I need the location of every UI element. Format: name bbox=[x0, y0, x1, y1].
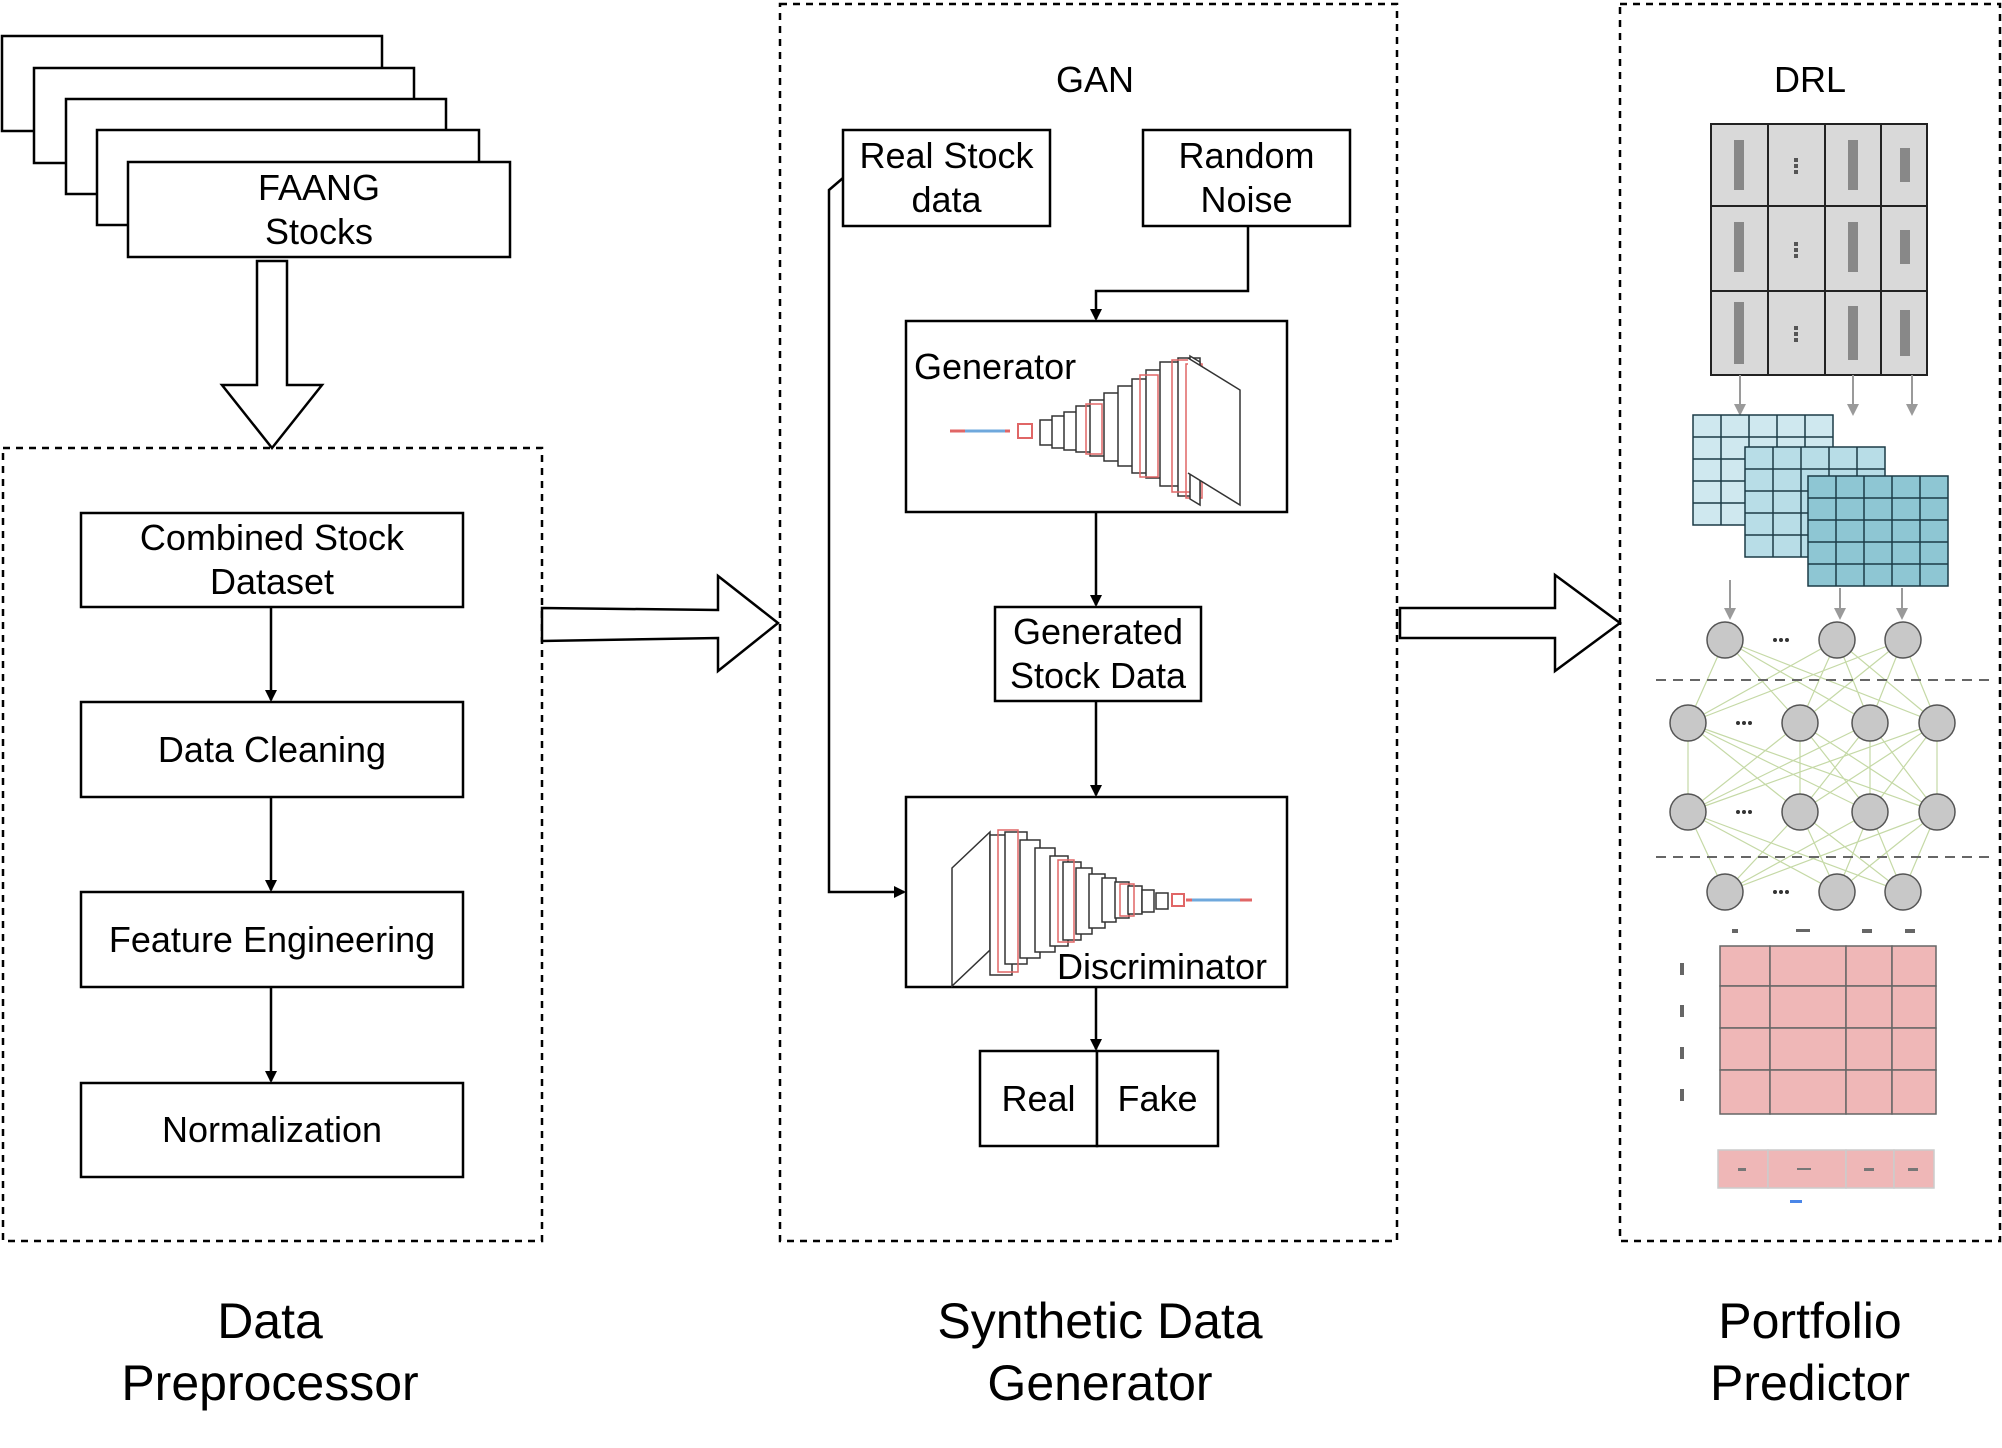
faang-stocks-label: FAANG Stocks bbox=[257, 166, 381, 252]
table-to-grid-arrows bbox=[1734, 375, 1918, 416]
drl-title: DRL bbox=[1773, 59, 1847, 101]
generated-stock-data-box bbox=[993, 605, 1203, 703]
stack-to-preprocessor-arrow bbox=[219, 259, 325, 451]
gan-title: GAN bbox=[1055, 59, 1134, 101]
faang-stock-stack bbox=[0, 34, 512, 259]
random-noise-box bbox=[1141, 128, 1352, 228]
feature-grid-stack bbox=[1692, 414, 1949, 587]
portfolio-weight-table bbox=[1680, 929, 1937, 1203]
state-action-table bbox=[1710, 123, 1928, 376]
preprocessor-to-gan-arrow bbox=[540, 573, 781, 674]
data-preprocessor-frame bbox=[1, 446, 544, 1243]
generated-stock-data-label: Generated Stock Data bbox=[1009, 611, 1187, 696]
fake-output-box bbox=[1095, 1049, 1220, 1148]
policy-network bbox=[1656, 621, 1996, 911]
portfolio-predictor-caption: Portfolio Predictor bbox=[1709, 1292, 1911, 1412]
fake-output-label: Fake bbox=[1117, 1077, 1198, 1119]
combined-dataset-box bbox=[79, 511, 465, 609]
faang-stocks-box bbox=[126, 160, 512, 259]
synthetic-data-generator-caption: Synthetic Data Generator bbox=[937, 1292, 1263, 1412]
random-noise-label: Random Noise bbox=[1178, 135, 1315, 220]
feature-engineering-box bbox=[79, 890, 465, 989]
normalization-label: Normalization bbox=[161, 1109, 383, 1151]
generator-network-illustration bbox=[950, 354, 1241, 507]
real-stock-data-label: Real Stock data bbox=[859, 135, 1034, 220]
discriminator-label: Discriminator bbox=[1056, 946, 1268, 988]
data-preprocessor-caption: Data Preprocessor bbox=[121, 1292, 419, 1412]
generator-label: Generator bbox=[914, 346, 1077, 388]
preprocessor-steps bbox=[79, 511, 465, 1179]
real-output-label: Real bbox=[1001, 1077, 1076, 1119]
gan-flow-arrows bbox=[827, 177, 1250, 1051]
normalization-box bbox=[79, 1081, 465, 1179]
feature-engineering-label: Feature Engineering bbox=[108, 918, 436, 960]
data-cleaning-box bbox=[79, 700, 465, 799]
gan-to-drl-arrow bbox=[1398, 572, 1623, 674]
gan-frame bbox=[778, 2, 1399, 1243]
grid-to-network-arrows bbox=[1724, 580, 1908, 620]
combined-dataset-label: Combined Stock Dataset bbox=[139, 517, 405, 602]
drl-frame bbox=[1618, 2, 2002, 1243]
data-cleaning-label: Data Cleaning bbox=[157, 728, 387, 770]
discriminator-network-illustration bbox=[951, 829, 1252, 988]
